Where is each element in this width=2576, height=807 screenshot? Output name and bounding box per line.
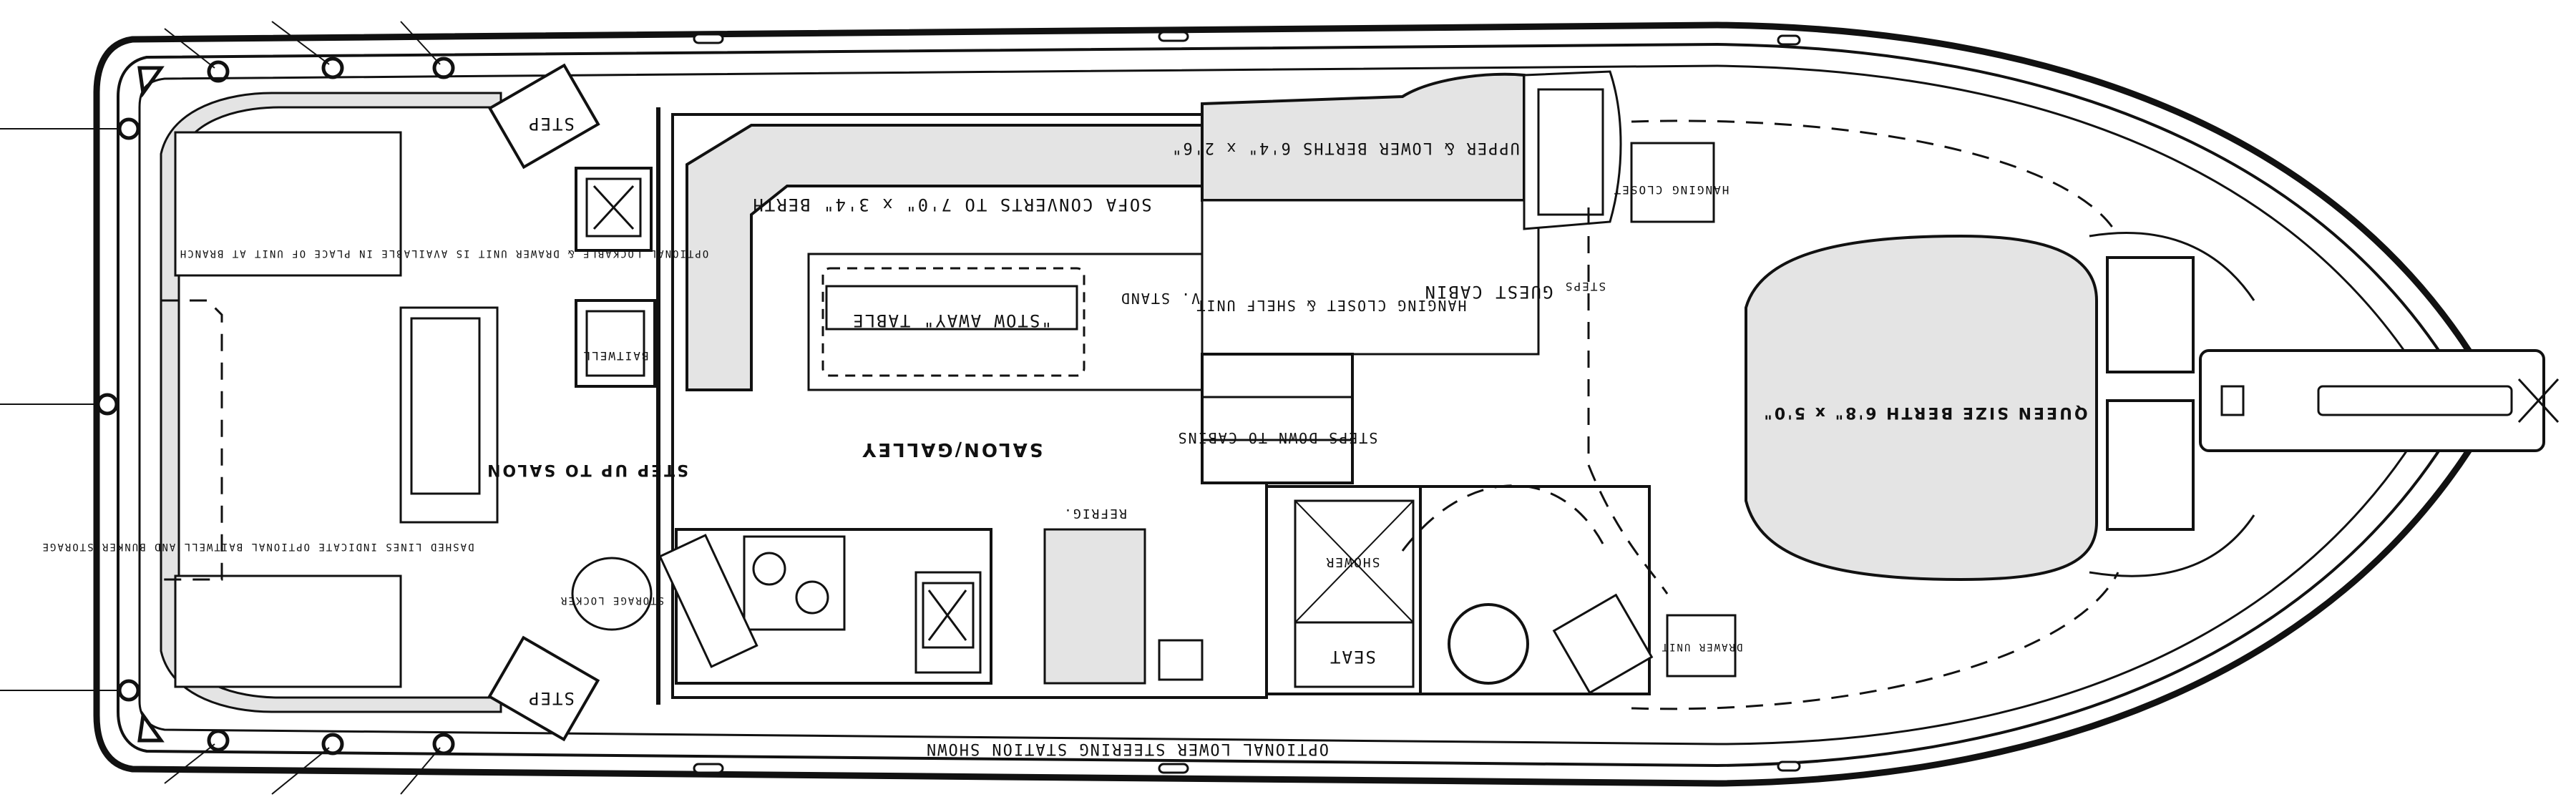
upper-lower-berths-label: UPPER & LOWER BERTHS 6'4" x 2'6" — [1171, 139, 1520, 157]
sofa-label: SOFA CONVERTS TO 7'0" x 3'4" BERTH — [751, 195, 1151, 215]
steps-down-to-cabins: STEPS DOWN TO CABINS — [1177, 353, 1378, 484]
hanging-closet-label: HANGING CLOSET — [1613, 183, 1729, 197]
steps-label: STEPS — [1564, 280, 1606, 293]
storage-locker-label: STORAGE LOCKER — [560, 595, 664, 606]
baitwell-label: BAITWELL — [582, 349, 648, 363]
step-up-salon-label: STEP UP TO SALON — [485, 461, 688, 479]
seat-label: SEAT — [1329, 647, 1376, 667]
refrig-label: REFRIG. — [1063, 506, 1127, 521]
storage-locker: STORAGE LOCKER — [560, 557, 664, 631]
step-bottom: STEP — [487, 635, 600, 742]
head: SHOWER SEAT — [1265, 485, 1654, 695]
step-top: STEP — [487, 63, 600, 170]
step-bottom-label: STEP — [527, 688, 575, 708]
sofa: SOFA CONVERTS TO 7'0" x 3'4" BERTH — [686, 124, 1218, 391]
lower-station-label: OPTIONAL LOWER STEERING STATION SHOWN — [925, 740, 1329, 758]
queen-berth: QUEEN SIZE BERTH 6'8" x 5'0" — [1745, 232, 2255, 582]
salon-galley-label: SALON/GALLEY — [860, 439, 1043, 460]
hanging-closet-shelf-label: HANGING CLOSET & SHELF UNIT — [1195, 297, 1466, 314]
stow-away-table: "STOW AWAY" TABLE — [807, 253, 1211, 391]
baitwell: BAITWELL — [575, 299, 656, 388]
stow-away-table-label: "STOW AWAY" TABLE — [852, 310, 1052, 331]
shower-label: SHOWER — [1324, 554, 1380, 569]
step-top-label: STEP — [527, 114, 575, 134]
queen-berth-label: QUEEN SIZE BERTH 6'8" x 5'0" — [1762, 404, 2087, 421]
dashed-lines-label: DASHED LINES INDICATE OPTIONAL BAITWELL … — [42, 541, 474, 552]
galley: REFRIG. — [658, 506, 1204, 685]
guest-cabin-label: GUEST CABIN — [1424, 282, 1553, 302]
drawer-unit-label: DRAWER UNIT — [1661, 641, 1743, 652]
drawer-unit: DRAWER UNIT — [1661, 614, 1743, 678]
guest-cabin: UPPER & LOWER BERTHS 6'4" x 2'6" HANGING… — [1171, 70, 1729, 356]
optional-lockable-label: OPTIONAL LOCKABLE & DRAWER UNIT IS AVAIL… — [179, 248, 708, 259]
deck-fittings — [0, 21, 1801, 795]
cockpit-sink — [575, 167, 653, 252]
steps-down-cabins-label: STEPS DOWN TO CABINS — [1177, 429, 1378, 446]
cockpit — [160, 92, 502, 713]
bow-pulpit — [2199, 349, 2560, 452]
